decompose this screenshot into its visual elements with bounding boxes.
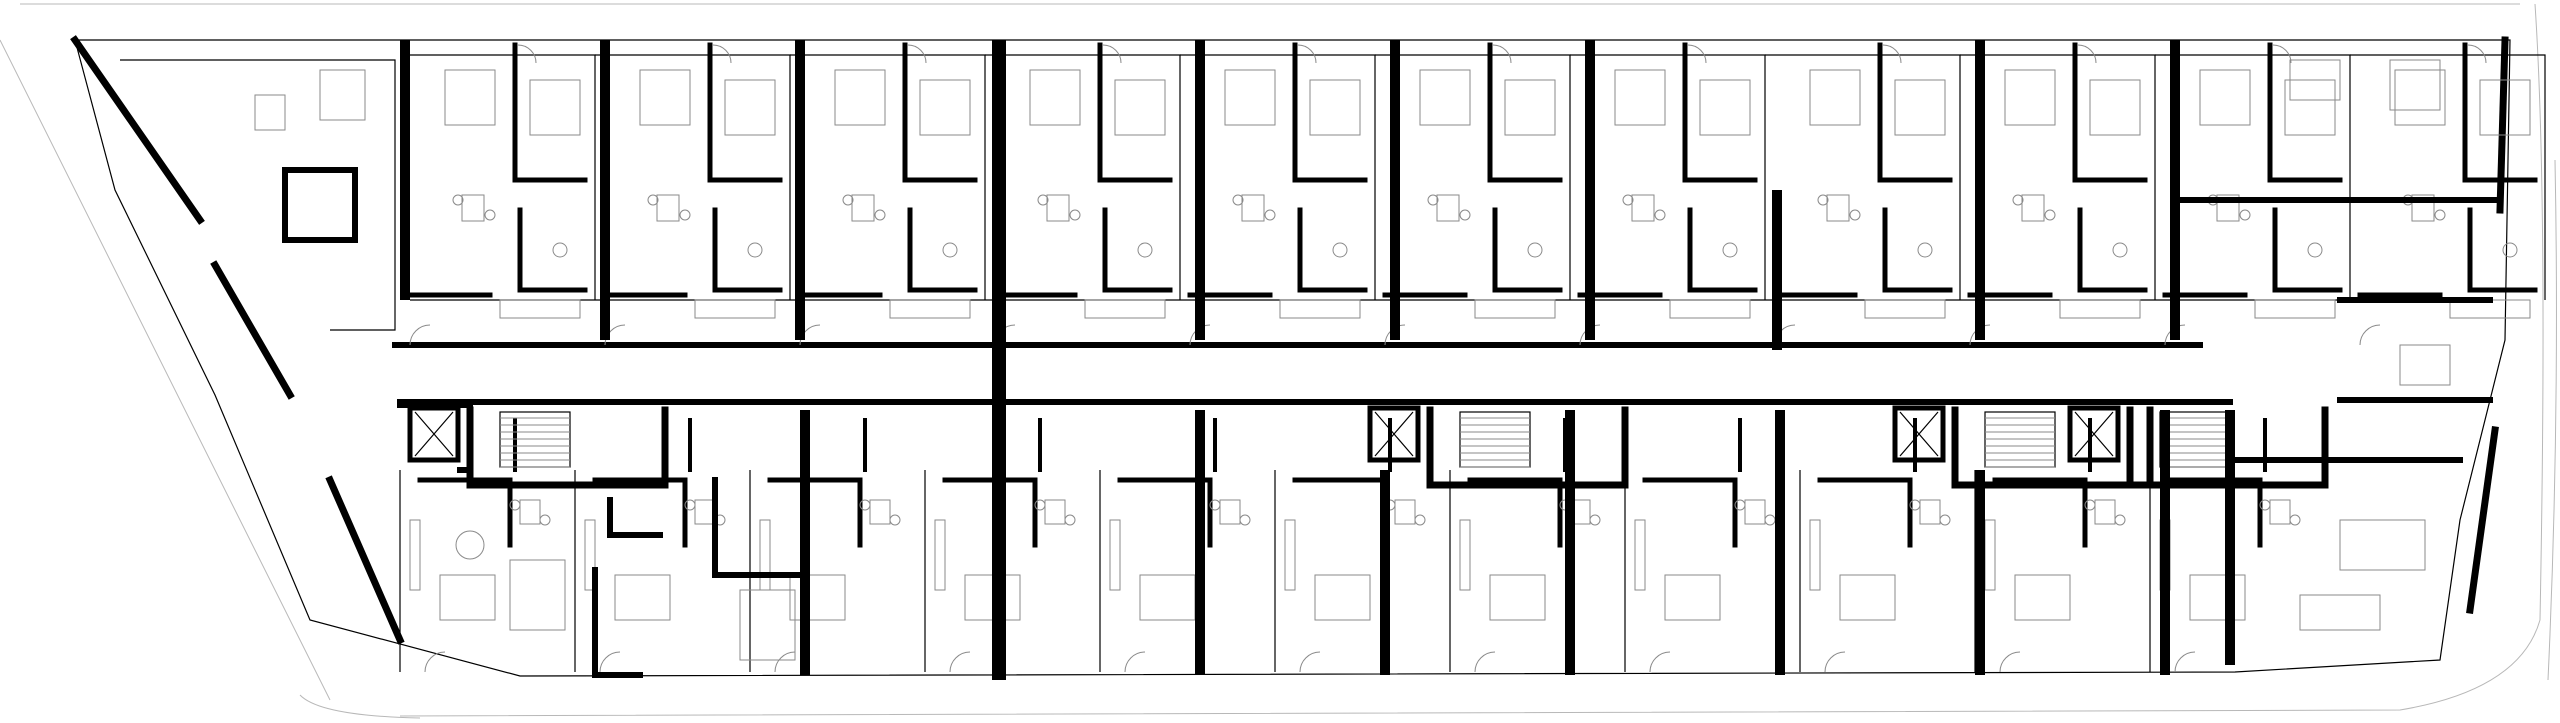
south-apartment <box>1449 418 1601 673</box>
stair-core <box>407 405 669 489</box>
south-apartment <box>1624 418 1776 673</box>
south-apartment <box>749 418 901 673</box>
stair-core <box>2067 405 2329 489</box>
stair-core <box>1892 405 2154 489</box>
north-apartment <box>1180 42 1376 346</box>
south-apartment <box>924 418 1076 673</box>
south-apartments <box>399 418 2301 673</box>
corridor <box>392 299 2350 405</box>
north-apartment <box>400 42 596 346</box>
north-apartments <box>400 42 2546 346</box>
east-corner-unit <box>2177 59 2503 631</box>
party-walls <box>400 40 2235 680</box>
stair-core <box>1367 405 1629 489</box>
south-apartment <box>399 418 551 673</box>
lift-shaft <box>1367 405 1421 463</box>
site-context-lines <box>0 3 2557 719</box>
north-apartment <box>1765 42 1961 346</box>
west-corner-unit <box>120 59 803 678</box>
stair-cores <box>407 405 2329 489</box>
lift-shaft <box>2067 405 2121 463</box>
south-apartment <box>1799 418 1951 673</box>
lift-shaft <box>1892 405 1946 463</box>
north-apartment <box>2350 42 2546 346</box>
north-apartment <box>595 42 791 346</box>
south-apartment <box>1099 418 1251 673</box>
